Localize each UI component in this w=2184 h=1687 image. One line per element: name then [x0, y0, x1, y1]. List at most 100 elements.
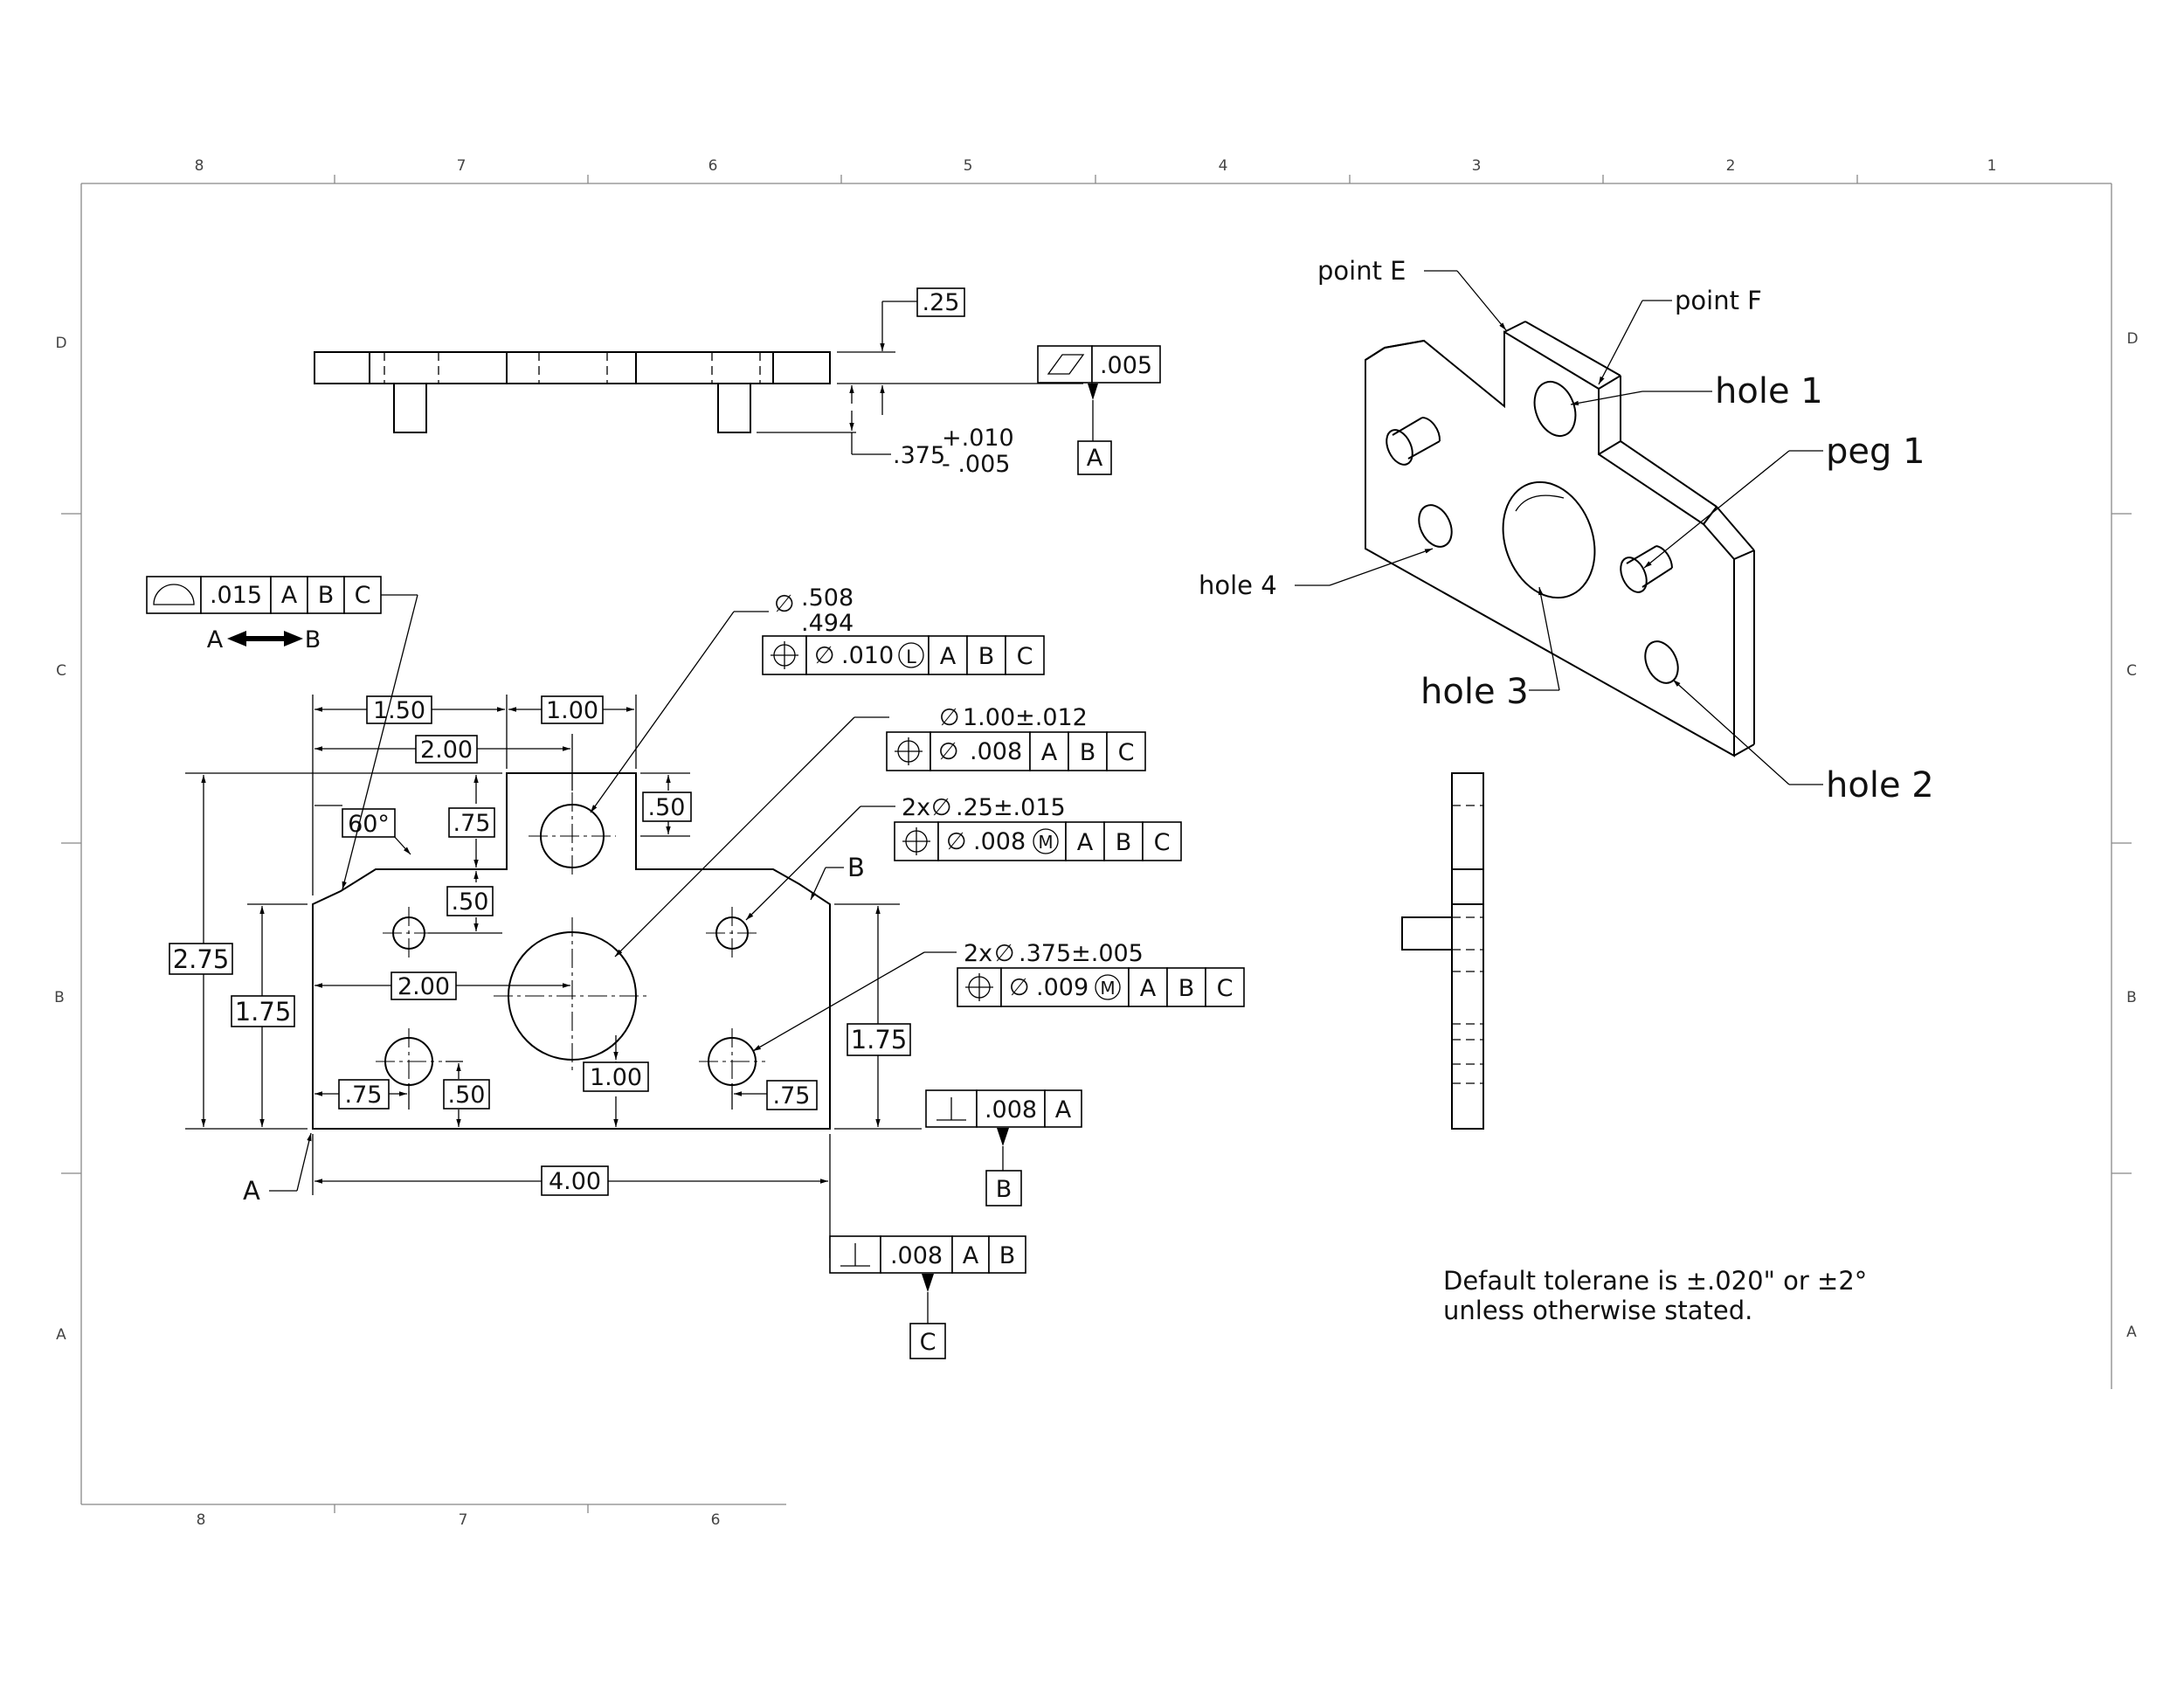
hole1-dia-symbol: ∅	[774, 591, 795, 618]
hole1-fcf-tol: .010	[841, 642, 894, 669]
flatness-fcf: .005 A	[1037, 345, 1161, 475]
zone-label: 1	[1987, 157, 1997, 175]
peg-height-plus: +.010	[942, 425, 1014, 452]
zone-label: 7	[459, 1511, 468, 1529]
row-label: C	[2126, 662, 2137, 680]
dim-0-75-left: .75	[345, 1082, 383, 1109]
dim-0-75-vert: .75	[453, 810, 491, 837]
zone-label: 8	[195, 157, 204, 175]
hole1-callout: ∅ .508 .494 ∅ .010 L A B C	[590, 584, 1045, 813]
dim-4-00: 4.00	[549, 1168, 601, 1195]
datum-a-label: A	[243, 1132, 312, 1206]
label-hole-2: hole 2	[1826, 765, 1934, 805]
row-label: B	[2126, 989, 2137, 1006]
datum-a-text: A	[243, 1176, 260, 1206]
row-label: A	[56, 1326, 66, 1344]
row-labels: D C B A D C B A	[54, 330, 2138, 1344]
zone-label: 8	[197, 1511, 206, 1529]
pegs-count: 2x	[964, 940, 992, 967]
label-hole-4: hole 4	[1199, 570, 1277, 600]
pegs-fcf-tol: .009	[1036, 974, 1089, 1001]
note-line-2: unless otherwise stated.	[1443, 1296, 1752, 1325]
peg-height-base: .375	[893, 442, 945, 469]
between-to: B	[305, 626, 321, 653]
dim-2-00-mid: 2.00	[397, 973, 450, 1000]
perp-c-datum: B	[999, 1242, 1016, 1269]
zone-label: 6	[708, 157, 718, 175]
pegs-datum: B	[1178, 975, 1195, 1002]
small-holes-count: 2x	[902, 794, 930, 821]
pegs-size: .375±.005	[1019, 940, 1144, 967]
small-holes-datum: A	[1077, 829, 1094, 856]
thickness-value: .25	[923, 289, 960, 316]
pegs-fcf-dia: ∅	[1009, 974, 1030, 1001]
dim-1-75-right: 1.75	[851, 1025, 908, 1054]
hole3-fcf-dia: ∅	[938, 738, 959, 765]
perpendicularity-c-fcf: .008 A B C	[829, 1235, 1026, 1359]
isometric-view	[1365, 321, 1755, 757]
small-holes-fcf-tol: .008	[973, 828, 1026, 855]
front-view-outline	[312, 772, 831, 1130]
hole3-datum: A	[1041, 739, 1058, 766]
dim-2-75: 2.75	[173, 944, 230, 974]
front-view-dimensions: 1.50 1.00 2.00 .50 .75 60° .50 2.75 1.75…	[169, 695, 911, 1196]
dim-1-50: 1.50	[373, 697, 425, 724]
label-peg-1: peg 1	[1826, 432, 1925, 472]
small-holes-fcf-modifier: M	[1038, 832, 1053, 853]
flatness-icon	[1047, 354, 1085, 375]
dim-2-00-top: 2.00	[420, 736, 473, 764]
zone-label: 4	[1219, 157, 1228, 175]
row-label: C	[56, 662, 66, 680]
profile-datum: C	[355, 582, 371, 609]
general-notes: Default tolerane is ±.020" or ±2° unless…	[1443, 1266, 1867, 1325]
datum-a-box: A	[1087, 445, 1103, 472]
dim-0-75-right: .75	[773, 1082, 811, 1110]
zone-label: 3	[1472, 157, 1482, 175]
hole3-note: 1.00±.012	[963, 704, 1088, 731]
peg-height-minus: - .005	[942, 451, 1010, 478]
hole1-fcf-modifier: L	[906, 646, 916, 667]
profile-surface-icon	[153, 584, 195, 605]
dim-1-75-left: 1.75	[235, 997, 292, 1027]
profile-tolerance: .015	[210, 582, 262, 609]
small-holes-dia-symbol: ∅	[931, 794, 952, 821]
hole3-fcf-tol: .008	[970, 738, 1022, 765]
top-view	[314, 301, 1083, 455]
position-icon	[771, 641, 798, 669]
small-holes-datum: C	[1154, 829, 1171, 856]
profile-fcf: .015 A B C A B	[146, 576, 418, 890]
perpendicular-icon	[936, 1097, 966, 1121]
datum-c-box: C	[920, 1329, 936, 1356]
flatness-tolerance: .005	[1100, 352, 1152, 379]
dim-0-50-right: .50	[648, 794, 686, 821]
small-holes-size: .25±.015	[956, 794, 1066, 821]
isometric-labels: point E point F hole 1 peg 1 hole 4 hole…	[1199, 256, 1934, 805]
hole1-size-lower: .494	[801, 610, 854, 637]
label-hole-3: hole 3	[1420, 672, 1529, 712]
label-point-f: point F	[1675, 286, 1762, 315]
between-from: A	[207, 626, 224, 653]
pegs-callout: 2x ∅ .375±.005 ∅ .009 M A B C	[752, 940, 1245, 1052]
zone-labels-bottom: 8 7 6	[197, 1511, 721, 1529]
hole3-dia-symbol: ∅	[939, 704, 960, 731]
thickness-dimension: .25	[916, 287, 965, 317]
zone-label: 2	[1726, 157, 1736, 175]
perp-c-datum: A	[963, 1242, 979, 1269]
pegs-dia-symbol: ∅	[994, 940, 1015, 967]
pegs-datum: A	[1140, 975, 1157, 1002]
small-holes-callout: 2x ∅ .25±.015 ∅ .008 M A B C	[745, 794, 1182, 921]
perp-b-datum: A	[1055, 1096, 1072, 1124]
row-label: A	[2126, 1324, 2137, 1341]
perpendicular-icon	[840, 1243, 870, 1267]
perp-b-tol: .008	[985, 1096, 1037, 1124]
position-icon	[902, 827, 930, 855]
hole3-datum: B	[1080, 739, 1096, 766]
perpendicularity-b-fcf: .008 A B	[925, 1089, 1082, 1206]
pegs-fcf-modifier: M	[1100, 978, 1115, 999]
between-arrow-icon	[227, 631, 303, 646]
sheet-frame	[61, 175, 2132, 1513]
small-holes-fcf-dia: ∅	[946, 828, 967, 855]
hole1-fcf-dia: ∅	[814, 642, 835, 669]
dim-60-deg: 60°	[348, 811, 390, 838]
